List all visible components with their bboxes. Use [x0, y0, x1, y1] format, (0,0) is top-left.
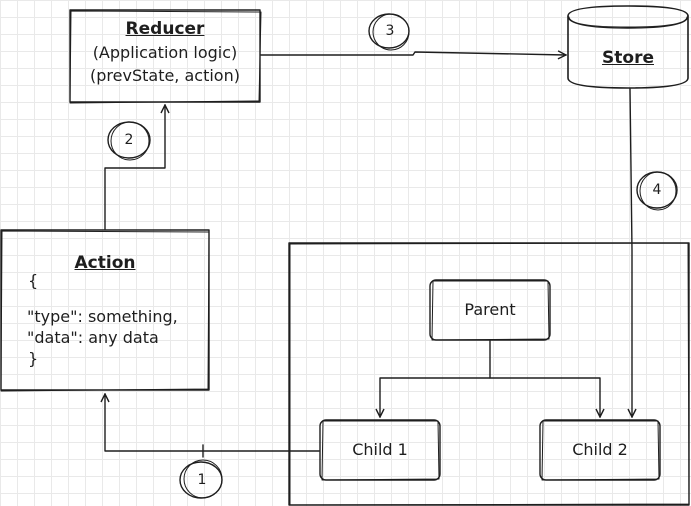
- step-number-1: 1: [197, 472, 207, 488]
- step-circle-2: [107, 121, 151, 161]
- step-circle-1: [179, 459, 223, 499]
- arrow-store-to-child2: [630, 88, 632, 417]
- parent-box: [429, 279, 551, 341]
- action-brace-open: {: [28, 271, 39, 290]
- child2-box: [539, 419, 661, 481]
- step-circle-4: [636, 171, 678, 211]
- child1-label: Child 1: [352, 440, 408, 459]
- component-container: [288, 242, 690, 506]
- action-type-line: "type": something,: [27, 307, 178, 326]
- action-title: Action: [74, 253, 136, 273]
- arrow-parent-to-child1: [380, 340, 491, 417]
- step-number-2: 2: [124, 132, 134, 148]
- child1-box: [319, 419, 441, 481]
- step-circle-3: [368, 13, 410, 51]
- store-cylinder: [567, 5, 689, 89]
- action-data-line: "data": any data: [27, 328, 159, 347]
- reducer-box: [69, 9, 262, 104]
- reducer-line2: (prevState, action): [90, 66, 240, 85]
- store-title: Store: [602, 48, 654, 68]
- child2-label: Child 2: [572, 440, 628, 459]
- arrow-child1-to-action: [105, 394, 320, 452]
- reducer-line1: (Application logic): [92, 43, 238, 62]
- action-brace-close: }: [28, 349, 39, 368]
- arrow-reducer-to-store: [260, 52, 566, 55]
- parent-label: Parent: [464, 300, 516, 319]
- arrow-parent-to-child2: [489, 377, 600, 417]
- action-box: [0, 229, 210, 392]
- step-number-4: 4: [652, 182, 662, 198]
- reducer-title: Reducer: [125, 19, 205, 39]
- arrow-action-to-reducer: [104, 105, 165, 230]
- step-number-3: 3: [385, 23, 395, 39]
